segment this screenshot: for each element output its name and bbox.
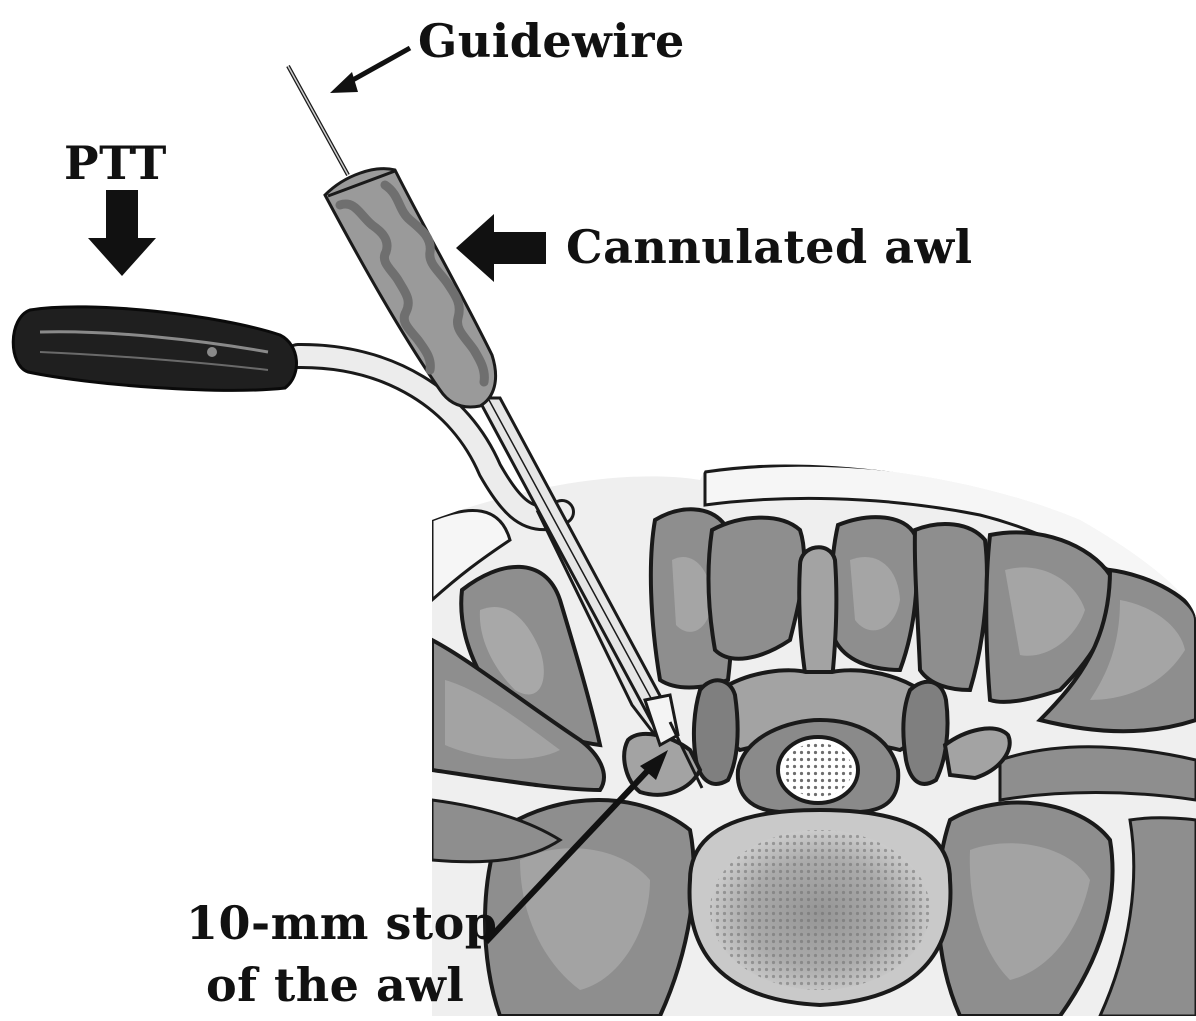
right-facet-joint <box>903 682 947 784</box>
cannulated-awl-label: Cannulated awl <box>566 220 973 274</box>
cross-section <box>432 460 1196 1016</box>
stop-label-line2: of the awl <box>206 958 464 1012</box>
guidewire-top-highlight <box>288 66 348 175</box>
cancellous-texture <box>710 830 930 990</box>
right-fascia-muscle <box>1000 747 1196 800</box>
ptt-label: PTT <box>64 136 167 190</box>
ptt-arrow <box>88 190 156 276</box>
ptt-handle-dot <box>207 347 217 357</box>
awl-arrow <box>456 214 546 282</box>
paraspinal-left <box>708 518 804 659</box>
stop-label-line1: 10-mm stop <box>186 896 497 950</box>
spinous-process <box>799 547 836 680</box>
paraspinal-right-lateral <box>915 524 987 690</box>
cauda-equina <box>784 743 852 797</box>
guidewire-label: Guidewire <box>418 14 685 68</box>
guidewire-arrow-head <box>330 72 358 93</box>
